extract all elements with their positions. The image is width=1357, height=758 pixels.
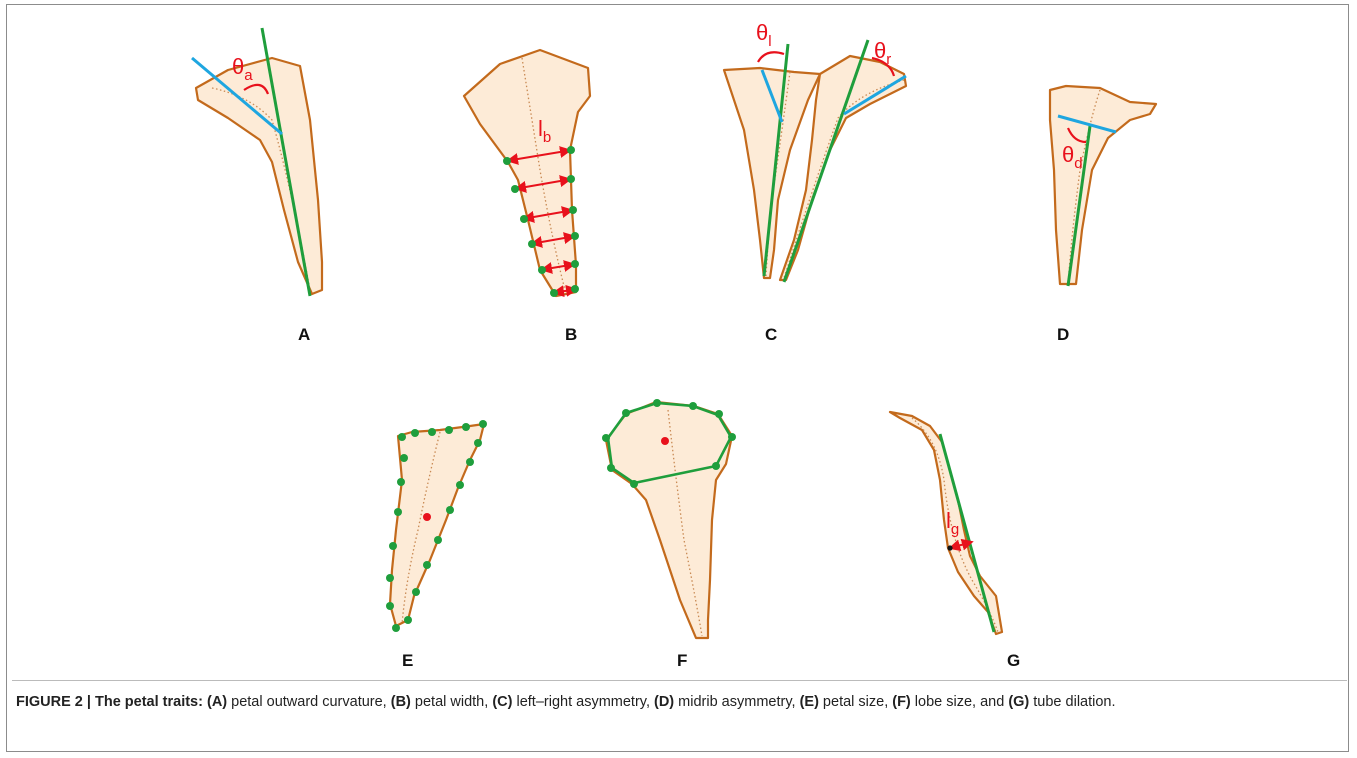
caption-key-g: (G) [1008,694,1029,710]
centroid-e [423,513,431,521]
caption-figure-label: FIGURE 2 | The petal traits: [16,694,203,710]
caption-key-d: (D) [654,694,674,710]
caption-key-e: (E) [800,694,819,710]
caption-text-e: petal size, [819,694,892,710]
panel-label-f: F [677,651,687,670]
panel-label-c: C [765,325,777,344]
dilation-point-g [947,545,952,550]
panel-label-b: B [565,325,577,344]
theta-l-symbol: θl [756,20,772,50]
caption-separator [12,680,1347,681]
caption-text-d: midrib asymmetry, [674,694,799,710]
panel-label-g: G [1007,651,1020,670]
petal-f-shape [606,402,732,638]
caption-key-f: (F) [892,694,911,710]
angle-arc-c-left [758,52,784,62]
centroid-f [661,437,669,445]
panel-label-e: E [402,651,413,670]
panel-f: F [602,399,736,670]
panel-b: lb B [464,50,590,344]
caption-text-a: petal outward curvature, [227,694,391,710]
panel-c: θl θr C [724,20,906,344]
panel-label-d: D [1057,325,1069,344]
caption-key-a: (A) [207,694,227,710]
panel-e: E [386,420,487,670]
caption-key-c: (C) [492,694,512,710]
figure-caption: FIGURE 2 | The petal traits: (A) petal o… [16,692,1336,712]
panel-a: θa A [192,28,322,344]
panel-d: θd D [1050,86,1156,344]
caption-key-b: (B) [391,694,411,710]
caption-text-c: left–right asymmetry, [512,694,654,710]
panel-g: lg G [890,412,1020,670]
panel-label-a: A [298,325,310,344]
caption-text-f: lobe size, and [911,694,1009,710]
caption-text-g: tube dilation. [1029,694,1115,710]
petal-d-shape [1050,86,1156,284]
caption-text-b: petal width, [411,694,492,710]
